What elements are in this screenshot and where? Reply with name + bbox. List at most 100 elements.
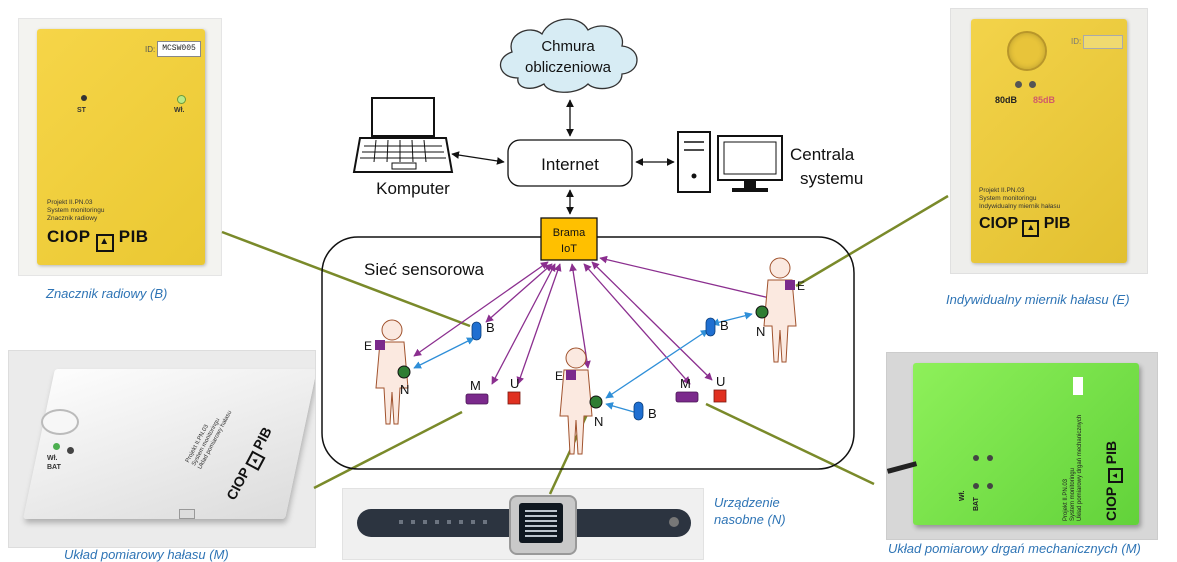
e-label-left: E [364, 339, 372, 353]
central-label-line1: Centrala [790, 145, 855, 164]
e-label-center: E [555, 369, 563, 383]
brand-pib: PIB [118, 227, 149, 246]
link-tag-n-right-person [711, 311, 753, 327]
marker-power-led-icon [177, 95, 186, 104]
marker-device-body: ID: MCSW005 ST Wł. Projekt II.PN.03 Syst… [37, 29, 205, 265]
connector-marker [221, 230, 471, 328]
marker-st-label: ST [77, 107, 86, 114]
worker-figure-center [559, 347, 593, 455]
link-gateway-person-right [599, 255, 779, 303]
meter-led-80-icon [1015, 81, 1022, 88]
vibration-unit-sticker [1073, 377, 1083, 395]
watch-screen-content [525, 509, 557, 537]
link-gateway-meter-center [583, 263, 691, 385]
vibration-unit-led-2-icon [987, 455, 993, 461]
photo-wearable-watch [342, 488, 704, 560]
computer-label: Komputer [376, 179, 450, 198]
caption-wearable-line2: nasobne (N) [714, 512, 786, 527]
caption-vibration-unit: Układ pomiarowy drgań mechanicznych (M) [888, 541, 1141, 556]
b-label-center: B [648, 406, 657, 421]
link-gateway-meter-left [491, 263, 556, 385]
noise-unit-bat-label: BAT [47, 464, 61, 471]
cloud-shape [500, 18, 638, 93]
brand-ciop: CIOP [47, 227, 91, 246]
cloud-label-line2: obliczeniowa [525, 59, 612, 76]
n-label-left: N [400, 382, 409, 397]
b-label-right: B [720, 318, 729, 333]
vibration-unit-led-3-icon [973, 483, 979, 489]
meter-id-field [1083, 35, 1123, 49]
connector-meter [795, 194, 949, 288]
photo-vibration-unit: Wł. BAT Projekt II.PN.03 System monitori… [886, 352, 1158, 540]
meter-85db-label: 85dB [1033, 95, 1056, 105]
photo-radio-marker: ID: MCSW005 ST Wł. Projekt II.PN.03 Syst… [18, 18, 222, 276]
noise-unit-microphone-icon [41, 409, 79, 435]
caption-noise-meter: Indywidualny miernik hałasu (E) [946, 292, 1130, 307]
link-tag-n-right [605, 329, 709, 399]
noise-unit-port-icon [179, 509, 195, 519]
gateway-label-line1: Brama [553, 227, 586, 239]
marker-project-line: Znacznik radiowy [47, 215, 98, 222]
link-gateway-u-left [516, 263, 562, 385]
desktop-computer-icon [677, 131, 783, 193]
link-tag-n-left [413, 337, 475, 369]
meter-project-text: Projekt II.PN.03 System monitoringu Indy… [979, 187, 1060, 211]
u-label-left: U [510, 376, 519, 391]
network-backbone-arrows [451, 99, 675, 215]
meter-project-line: Projekt II.PN.03 [979, 187, 1025, 194]
u-unit-right [713, 389, 727, 403]
vibration-unit-body [913, 363, 1139, 525]
vibration-unit-led-4-icon [987, 483, 993, 489]
n-node-center [589, 395, 603, 409]
link-tag-n-center [605, 402, 635, 413]
arrow-laptop-internet [451, 151, 505, 165]
photo-noise-unit: Wł. BAT Projekt II.PN.03 System monitori… [8, 350, 316, 548]
marker-project-line: Projekt II.PN.03 [47, 199, 93, 206]
meter-project-line: Indywidualny miernik hałasu [979, 203, 1061, 210]
e-label-right: E [797, 279, 805, 293]
e-meter-left [375, 340, 385, 350]
marker-project-line: System monitoringu [47, 207, 105, 214]
brand-mark-icon: ▲ [1022, 220, 1040, 237]
n-label-center: N [594, 414, 603, 429]
u-unit-left [507, 391, 521, 405]
m-unit-right [675, 391, 699, 403]
vibration-unit-led-1-icon [973, 455, 979, 461]
b-label-left: B [486, 320, 495, 335]
marker-st-led-icon [81, 95, 87, 101]
meter-device-body: ID: 80dB 85dB Projekt II.PN.03 System mo… [971, 19, 1127, 263]
connector-vibration-unit [705, 402, 875, 486]
caption-wearable-line1: Urządzenie [714, 495, 780, 510]
gateway-links [413, 255, 779, 385]
watch-screen [519, 503, 563, 543]
internet-label: Internet [541, 155, 599, 174]
m-label-right: M [680, 376, 691, 391]
photo-noise-meter: ID: 80dB 85dB Projekt II.PN.03 System mo… [950, 8, 1148, 274]
worker-figure-left [375, 319, 409, 425]
marker-id-label: ID: [145, 45, 156, 54]
connector-noise-unit [313, 410, 463, 490]
n-node-right [755, 305, 769, 319]
cloud-label-line1: Chmura [541, 38, 595, 55]
watch-strap-holes [399, 520, 495, 524]
meter-80db-label: 80dB [995, 95, 1018, 105]
worker-figure-right [763, 257, 797, 363]
b-tag-left [471, 321, 482, 341]
m-unit-left [465, 393, 489, 405]
internet-node [507, 139, 633, 187]
b-tag-right [705, 317, 716, 337]
caption-radio-marker: Znacznik radiowy (B) [46, 286, 168, 301]
watch-buckle-icon [669, 517, 679, 527]
brand-ciop: CIOP [979, 215, 1018, 232]
brand-pib: PIB [1043, 215, 1071, 232]
sensor-network-title: Sieć sensorowa [364, 260, 485, 279]
n-node-left [397, 365, 411, 379]
e-meter-center [566, 370, 576, 380]
iot-gateway-node [540, 217, 598, 261]
laptop-icon [352, 97, 454, 173]
e-meter-right [785, 280, 795, 290]
gateway-label-line2: IoT [561, 243, 577, 255]
noise-unit-led-dark-icon [67, 447, 74, 454]
meter-led-85-icon [1029, 81, 1036, 88]
